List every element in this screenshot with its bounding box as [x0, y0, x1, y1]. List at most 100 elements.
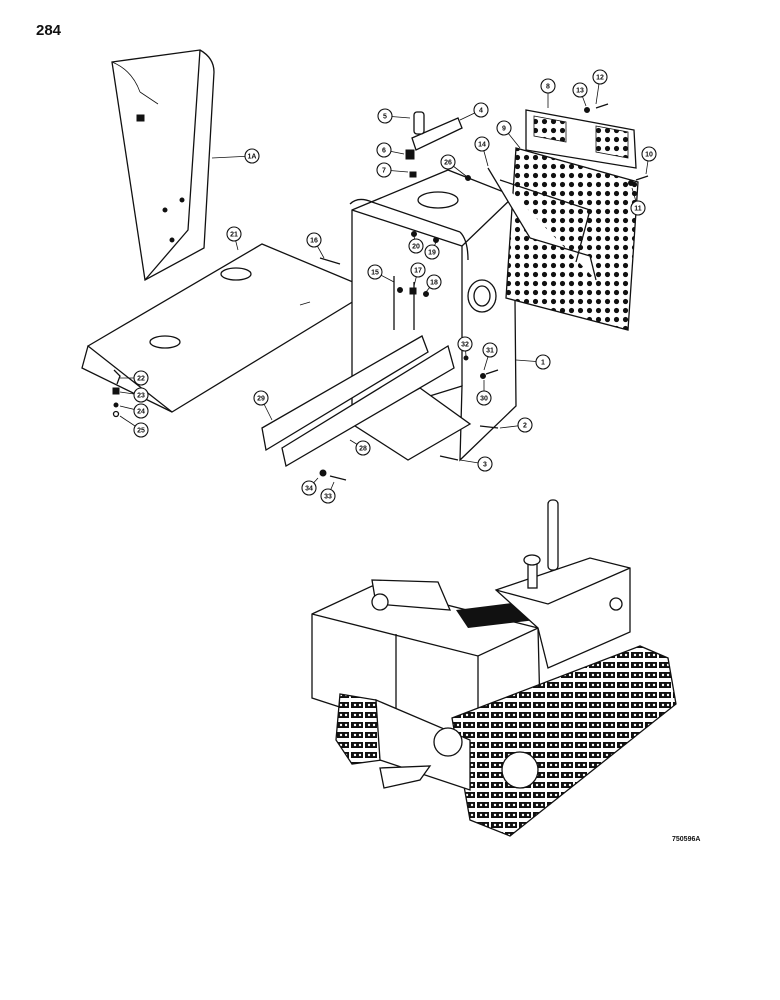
side-strip-29 [261, 335, 429, 452]
callout-20: 20 [408, 235, 424, 254]
callout-8: 8 [540, 78, 556, 108]
callout-21: 21 [226, 226, 242, 251]
callout-circle [408, 238, 424, 254]
callout-label: 15 [371, 270, 379, 277]
callout-18: 18 [425, 274, 442, 293]
callout-label: 22 [137, 376, 145, 383]
callout-circle [440, 154, 456, 170]
crawler-tractor-illustration [311, 499, 677, 837]
callout-label: 9 [502, 126, 506, 133]
latch-hardware [112, 103, 649, 481]
callout-label: 14 [478, 142, 486, 149]
callout-label: 5 [383, 114, 387, 121]
callout-label: 21 [230, 232, 238, 239]
callout-label: 31 [486, 348, 494, 355]
callout-29: 29 [253, 390, 273, 421]
callout-circle [410, 262, 426, 278]
callout-32: 32 [457, 336, 473, 357]
callout-15: 15 [367, 264, 395, 283]
callout-label: 28 [359, 446, 367, 453]
callout-circle [476, 390, 492, 406]
grille-top-plate-8 [525, 109, 637, 169]
callout-13: 13 [572, 82, 588, 107]
main-housing-1 [349, 169, 517, 462]
page-number: 284 [36, 22, 62, 39]
side-strip-28 [281, 344, 455, 468]
grille-screen-9 [487, 147, 639, 331]
callout-label: 11 [634, 206, 642, 213]
callout-1: 1 [515, 354, 551, 370]
callout-circle [226, 226, 242, 242]
callout-31: 31 [482, 342, 498, 371]
callout-circle [496, 120, 512, 136]
callout-circle [572, 82, 588, 98]
callout-label: 2 [523, 423, 527, 430]
callout-label: 3 [483, 462, 487, 469]
callout-label: 12 [596, 75, 604, 82]
callout-30: 30 [476, 380, 492, 406]
callout-circle [473, 102, 489, 118]
callout-circle [474, 136, 490, 152]
callout-label: 13 [576, 88, 584, 95]
callout-6: 6 [376, 142, 405, 158]
callout-label: 7 [382, 168, 386, 175]
callout-14: 14 [474, 136, 490, 167]
callout-circle [306, 232, 322, 248]
callout-circle [641, 146, 657, 162]
callout-circle [424, 244, 440, 260]
callout-circle [301, 480, 317, 496]
callout-25: 25 [119, 415, 149, 438]
callout-12: 12 [592, 69, 608, 105]
callout-24: 24 [119, 403, 149, 419]
callout-circle [477, 456, 493, 472]
callout-label: 20 [412, 244, 420, 251]
callout-label: 29 [257, 396, 265, 403]
callout-label: 1A [248, 154, 257, 161]
callout-circle [376, 142, 392, 158]
callout-28: 28 [349, 439, 371, 456]
callout-circle [517, 417, 533, 433]
callout-circle [133, 370, 149, 386]
callout-17: 17 [410, 262, 426, 287]
callout-9: 9 [496, 120, 521, 149]
callout-label: 18 [430, 280, 438, 287]
callout-1A: 1A [211, 148, 260, 164]
callout-10: 10 [641, 146, 657, 175]
callout-label: 1 [541, 360, 545, 367]
callout-label: 26 [444, 160, 452, 167]
callout-label: 6 [382, 148, 386, 155]
callout-label: 32 [461, 342, 469, 349]
callout-circle [244, 148, 260, 164]
callout-label: 19 [428, 250, 436, 257]
callout-circle [535, 354, 551, 370]
callout-33: 33 [320, 481, 336, 504]
callout-label: 33 [324, 494, 332, 501]
callout-circle [630, 200, 646, 216]
callout-label: 24 [137, 409, 145, 416]
callout-label: 30 [480, 396, 488, 403]
callout-label: 4 [479, 108, 483, 115]
callout-11: 11 [630, 187, 646, 216]
callout-circle [133, 387, 149, 403]
callout-19: 19 [424, 241, 440, 260]
callout-circle [133, 403, 149, 419]
callout-circle [482, 342, 498, 358]
callout-7: 7 [376, 162, 409, 178]
callout-circle [367, 264, 383, 280]
callout-23: 23 [119, 387, 149, 403]
callout-16: 16 [306, 232, 325, 259]
floor-plate-21 [81, 243, 374, 413]
callout-label: 34 [305, 486, 313, 493]
callout-circle [540, 78, 556, 94]
callout-label: 16 [310, 238, 318, 245]
callout-circle [457, 336, 473, 352]
callout-3: 3 [459, 456, 493, 472]
callout-2: 2 [499, 417, 533, 433]
callout-circle [133, 422, 149, 438]
callout-label: 25 [137, 428, 145, 435]
callout-circle [253, 390, 269, 406]
callout-label: 10 [645, 152, 653, 159]
callout-circle [320, 488, 336, 504]
